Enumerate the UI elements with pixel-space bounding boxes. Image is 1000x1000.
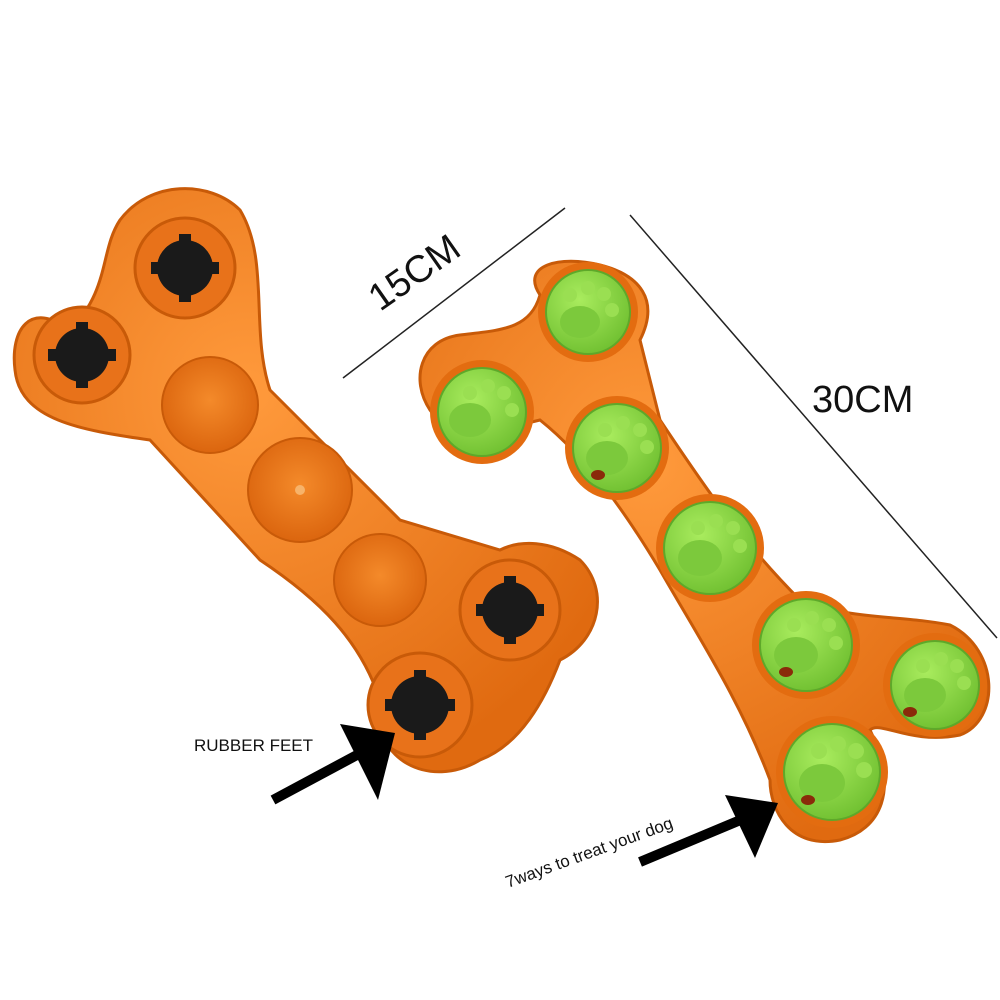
paw-lid (565, 396, 669, 500)
cup-bottom (333, 533, 427, 627)
arrow-treat (638, 795, 778, 867)
rubber-foot (32, 305, 132, 405)
width-dimension-line (342, 207, 566, 379)
rubber-foot (133, 216, 237, 320)
width-dimension-label: 15CM (361, 227, 468, 320)
paw-lid (776, 716, 888, 828)
arrow-rubber-feet (270, 724, 395, 805)
length-dimension-line (629, 214, 998, 639)
paw-lid (430, 360, 534, 464)
paw-lid (752, 591, 860, 699)
paw-lid (538, 262, 638, 362)
rubber-feet-label: RUBBER FEET (194, 736, 313, 755)
rubber-foot (458, 558, 562, 662)
cup-bottom-center-dot (295, 485, 305, 495)
rubber-foot (366, 651, 474, 759)
bone-top (418, 259, 991, 843)
paw-lid (883, 633, 987, 737)
paw-lid (656, 494, 764, 602)
length-dimension-label: 30CM (812, 379, 913, 421)
bone-underside (12, 187, 599, 774)
cup-bottom (161, 356, 259, 454)
